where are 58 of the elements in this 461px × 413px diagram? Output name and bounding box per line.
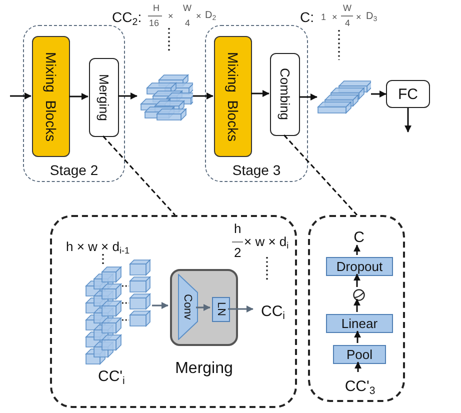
dimension-label: W <box>343 4 352 13</box>
stage-label: Stage 3 <box>231 163 282 177</box>
dimension-label: × <box>168 12 174 21</box>
arrow <box>404 108 412 132</box>
layer-box: Linear <box>326 314 393 333</box>
arrow <box>228 306 254 312</box>
layer-box: Dropout <box>326 257 393 276</box>
dimension-label: 4 <box>345 19 350 28</box>
dimension-label: 16 <box>149 19 160 28</box>
arrow <box>354 298 360 312</box>
layer-label: Conv <box>180 293 194 322</box>
arrow <box>251 90 270 97</box>
detail-panel <box>308 215 405 402</box>
arrow <box>193 92 214 100</box>
arrow <box>299 94 318 100</box>
dimension-label: CC'$_{i}$ <box>98 369 125 384</box>
dimension-label: h × w × d$_{i-1}$ <box>66 240 130 253</box>
layer-box: LN <box>212 297 230 322</box>
dimension-label: CC$_{2}$: <box>112 10 142 24</box>
dimension-label: W <box>183 4 192 13</box>
arrow <box>354 274 360 287</box>
dimension-label: D$_{3}$ <box>366 12 378 22</box>
leader-line <box>283 134 358 216</box>
dimension-label: × <box>196 12 202 21</box>
fc-box: FC <box>386 80 430 108</box>
module-box: Merging <box>89 58 119 137</box>
stage-group <box>205 25 308 182</box>
dimension-label: × <box>332 13 338 22</box>
tensor-label: CC'$_{3}$ <box>338 374 382 398</box>
arrow <box>118 92 138 100</box>
dimension-label: C: <box>300 10 314 24</box>
arrow <box>10 92 32 100</box>
dimension-label: 1 <box>321 13 326 22</box>
arrow <box>354 330 361 343</box>
dimension-label: 2 <box>234 246 242 259</box>
mixing-block: Mixing Blocks <box>32 36 70 157</box>
arrow <box>69 93 88 100</box>
arrow <box>152 302 168 309</box>
stage-group <box>23 25 125 182</box>
layer-box: Pool <box>333 345 386 364</box>
dimension-label: H <box>153 4 160 13</box>
arrow <box>371 90 386 98</box>
dimension-label: × w × d$_{i}$ <box>244 235 289 248</box>
tensor-label: CC$_{i}$ <box>255 301 291 321</box>
detail-panel <box>50 215 297 408</box>
module-title: Merging <box>174 361 234 377</box>
mixing-block: Mixing Blocks <box>214 36 252 157</box>
tensor-label: C <box>351 227 367 247</box>
dimension-label: 4 <box>185 19 190 28</box>
dimension-label: D$_{2}$ <box>205 11 216 21</box>
arrow <box>354 362 362 372</box>
arrow <box>354 244 360 255</box>
dimension-label: × <box>356 13 362 22</box>
module-box: Combing <box>270 53 300 136</box>
arrow <box>196 304 210 311</box>
dimension-label: h <box>234 222 242 235</box>
leader-line <box>102 136 176 216</box>
stage-label: Stage 2 <box>48 163 100 177</box>
